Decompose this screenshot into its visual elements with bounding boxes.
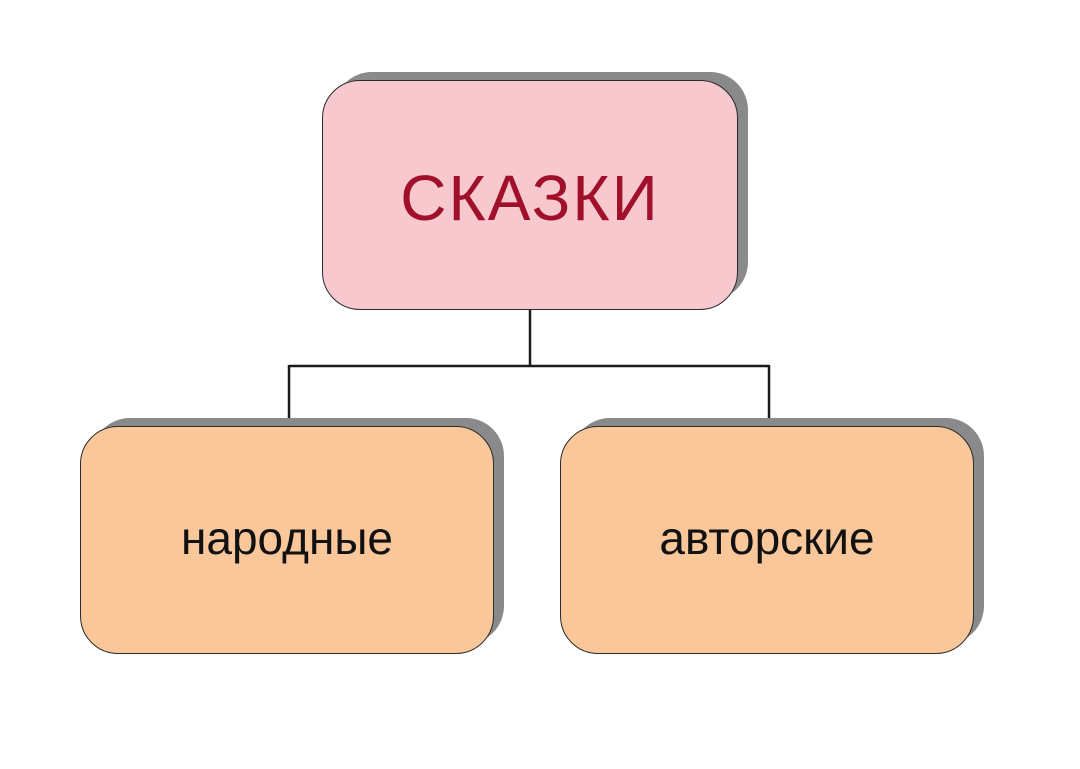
child-node-author: авторские xyxy=(560,426,974,654)
root-node: СКАЗКИ xyxy=(322,80,738,310)
child-node-author-label: авторские xyxy=(659,512,875,564)
root-node-label: СКАЗКИ xyxy=(400,162,660,234)
child-node-folk: народные xyxy=(80,426,494,654)
child-node-folk-label: народные xyxy=(180,512,394,564)
